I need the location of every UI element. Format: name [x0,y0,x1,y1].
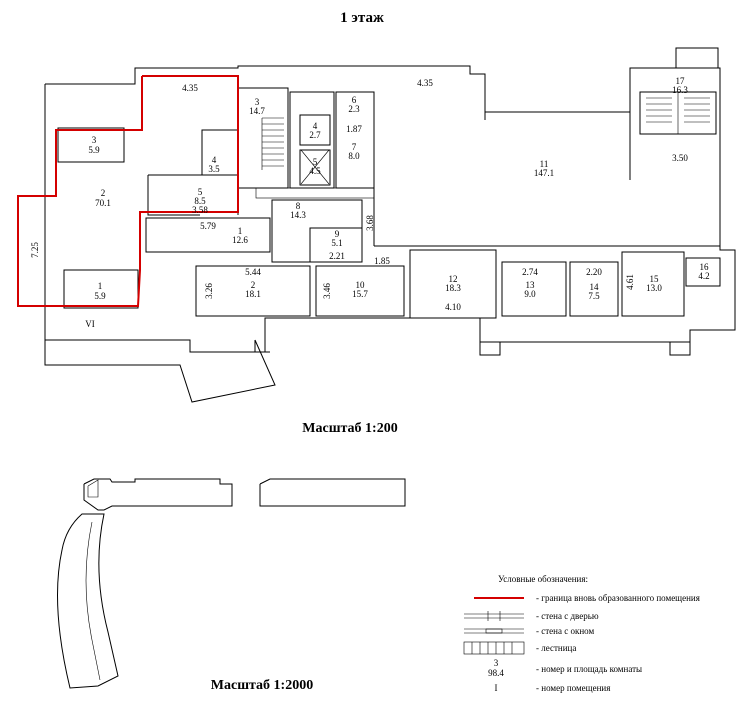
room-area: 4.2 [698,271,709,281]
room-num: 2 [101,188,106,198]
room-num: 12 [449,274,458,284]
room-num: 6 [352,95,357,105]
room-num: 5 [313,157,318,167]
room-area: 2.3 [348,104,360,114]
stair-hatching [255,92,710,199]
room-num: 1 [98,281,103,291]
room-area: 70.1 [95,198,111,208]
room-num: 15 [650,274,660,284]
svg-text:4.35: 4.35 [182,83,198,93]
legend: Условные обозначения: - граница вновь об… [463,574,700,693]
svg-text:2.21: 2.21 [329,251,345,261]
premise-number: VI [85,319,95,329]
legend-sample-room-area: 98.4 [488,668,504,678]
room-num: 5 [198,187,203,197]
scale-main: Масштаб 1:200 [302,421,397,436]
svg-text:- стена с дверью: - стена с дверью [536,611,599,621]
room-area: 147.1 [534,168,554,178]
room-area: 3.5 [208,164,220,174]
svg-text:2.74: 2.74 [522,267,538,277]
room-num: 17 [676,76,686,86]
svg-text:3.26: 3.26 [204,283,214,299]
svg-text:5.79: 5.79 [200,221,216,231]
svg-text:2.20: 2.20 [586,267,602,277]
room-area: 13.0 [646,283,662,293]
room-area: 18.3 [445,283,461,293]
room-area: 5.9 [88,145,100,155]
svg-text:3.58: 3.58 [192,205,208,215]
svg-text:- номер и площадь комнаты: - номер и площадь комнаты [536,664,642,674]
room-area: 7.5 [588,291,600,301]
site-plan [57,478,406,689]
room-area: 15.7 [352,289,368,299]
svg-text:- стена с окном: - стена с окном [536,626,594,636]
room-num: 3 [255,97,260,107]
room-num: 7 [352,142,357,152]
room-num: 9 [335,229,340,239]
room-num: 10 [356,280,366,290]
room-area: 2.7 [309,130,321,140]
svg-text:1.85: 1.85 [374,256,390,266]
building-walls [44,47,736,403]
room-num: 13 [526,280,536,290]
svg-text:3.68: 3.68 [365,215,375,231]
new-premise-boundary [17,75,239,307]
dimension-labels: 4.35 4.35 1.87 3.58 5.79 7.25 3.68 2.21 … [30,78,688,312]
legend-title: Условные обозначения: [498,574,588,584]
room-area: 9.0 [524,289,536,299]
room-num: 4 [212,155,217,165]
room-num: 2 [251,280,256,290]
room-area: 5.1 [331,238,342,248]
room-num: 14 [590,282,600,292]
room-num: 4 [313,121,318,131]
room-area: 18.1 [245,289,261,299]
svg-text:4.10: 4.10 [445,302,461,312]
svg-text:7.25: 7.25 [30,242,40,258]
room-num: 1 [238,226,243,236]
svg-text:1.87: 1.87 [346,124,362,134]
svg-text:5.44: 5.44 [245,267,261,277]
room-area: 5.9 [94,291,106,301]
room-area: 8.0 [348,151,360,161]
room-area: 8.5 [194,196,206,206]
svg-text:- номер помещения: - номер помещения [536,683,610,693]
svg-text:3.50: 3.50 [672,153,688,163]
svg-text:4.35: 4.35 [417,78,433,88]
scale-site: Масштаб 1:2000 [211,678,313,693]
floor-title: 1 этаж [340,10,384,26]
room-num: 8 [296,201,301,211]
room-num: 11 [540,159,549,169]
room-labels: 3 5.9 2 70.1 1 5.9 4 3.5 5 8.5 3 14.7 4 … [88,76,709,301]
room-area: 16.3 [672,85,688,95]
svg-text:4.61: 4.61 [625,274,635,290]
room-area: 12.6 [232,235,248,245]
legend-sample-premise: I [495,683,498,693]
room-num: 3 [92,135,97,145]
svg-text:- граница вновь образованного: - граница вновь образованного помещения [536,593,700,603]
room-area: 4.5 [309,166,321,176]
legend-sample-room-num: 3 [494,658,499,668]
room-area: 14.3 [290,210,306,220]
room-num: 16 [700,262,710,272]
svg-text:- лестница: - лестница [536,643,576,653]
svg-text:3.46: 3.46 [322,283,332,299]
room-area: 14.7 [249,106,265,116]
